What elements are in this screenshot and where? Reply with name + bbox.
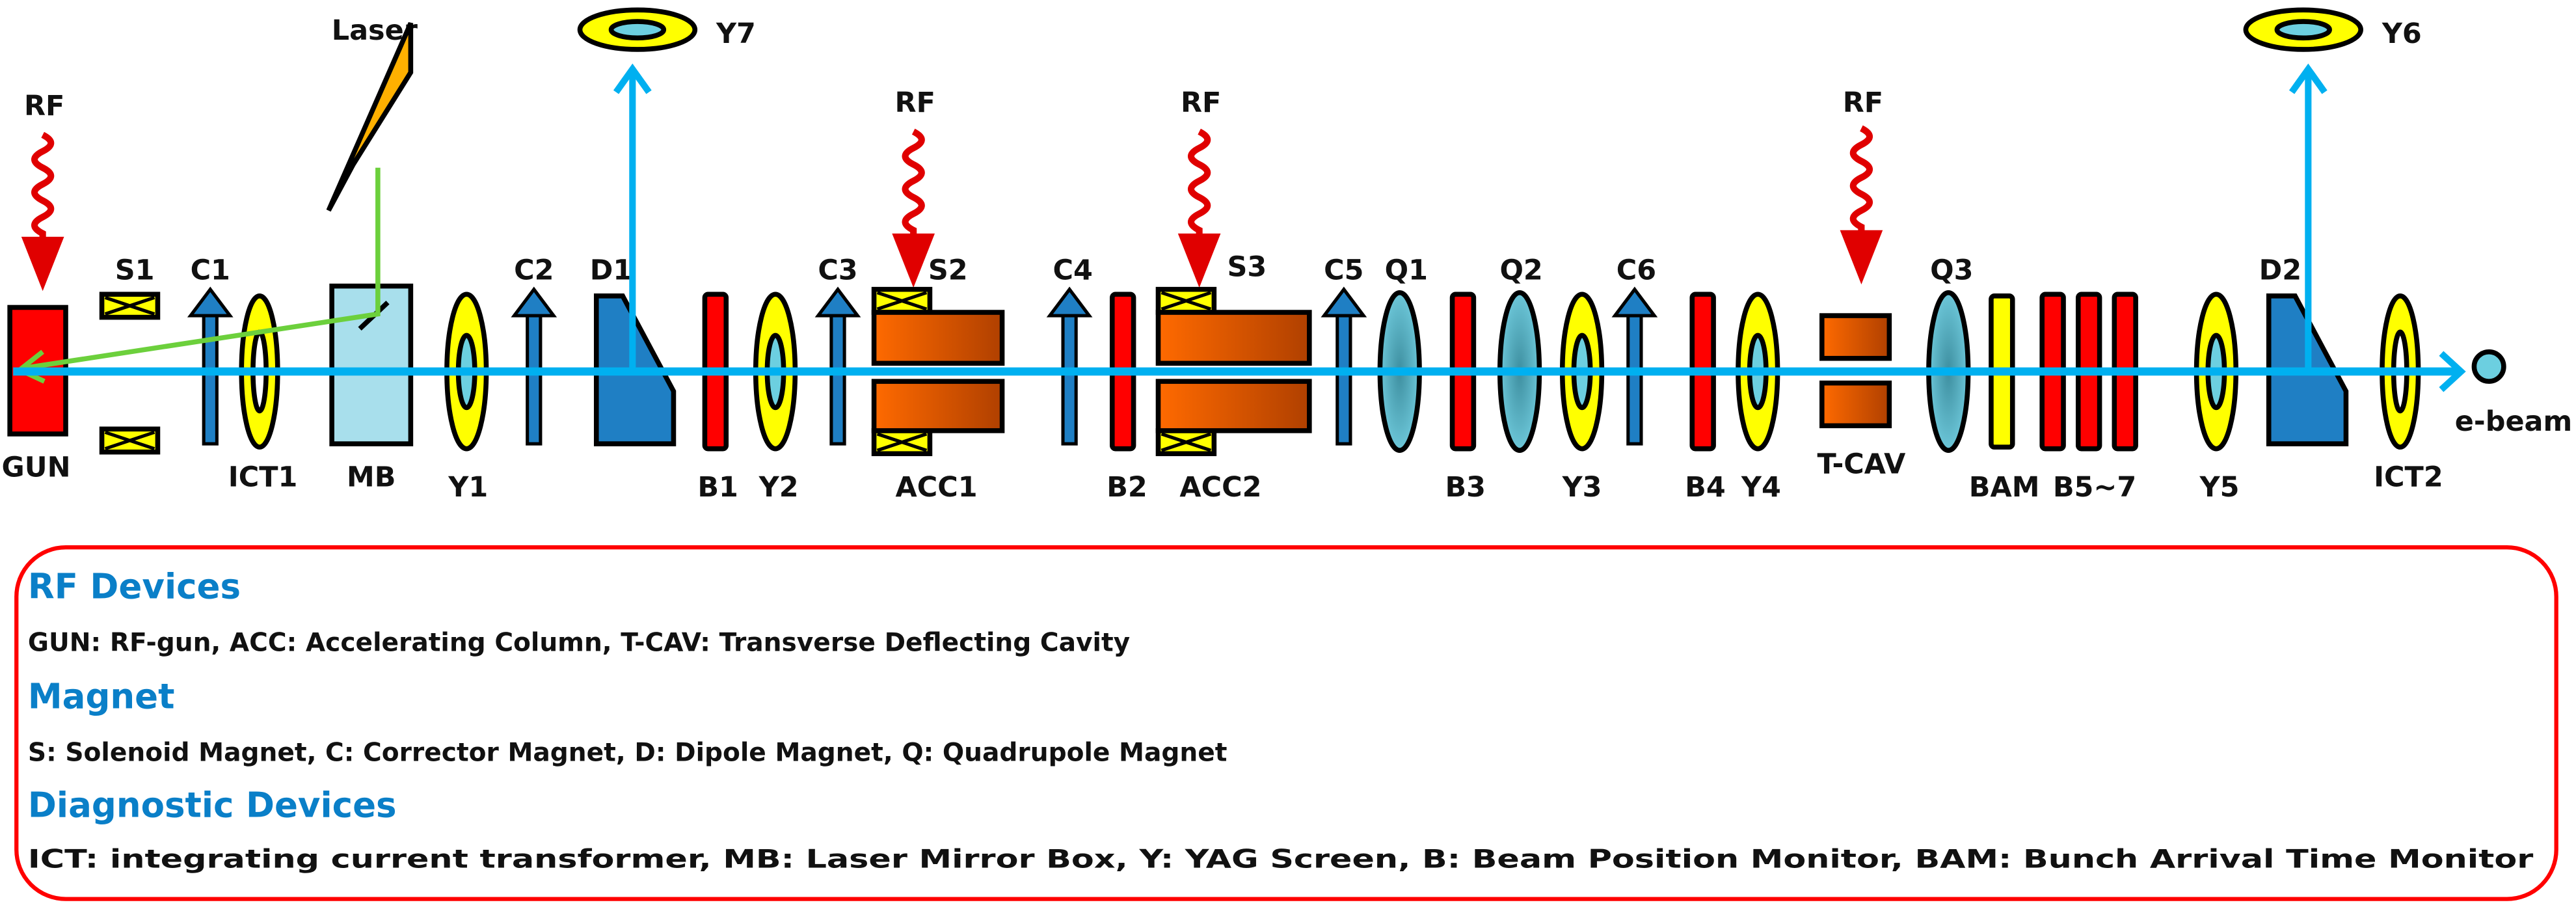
- rf-label: RF: [24, 90, 64, 122]
- branch-arrow-icon: [2288, 63, 2328, 94]
- d2-label: D2: [2259, 254, 2302, 287]
- laser-mirror-box: [329, 283, 414, 446]
- yag-screen-y6: [2246, 10, 2361, 49]
- acc2-upper: [1155, 310, 1312, 366]
- rf-tcav-input: RF: [1840, 87, 1884, 284]
- acc1-lower: [871, 379, 1005, 433]
- c3-label: C3: [818, 254, 857, 287]
- ict1-label: ICT1: [228, 461, 298, 494]
- y2-label: Y2: [758, 471, 799, 504]
- y5-label: Y5: [2199, 471, 2239, 504]
- legend-rf-title: RF Devices: [28, 566, 241, 606]
- b5-7-label: B5~7: [2053, 471, 2136, 504]
- rf-wave-arrow-icon: [1178, 131, 1221, 288]
- corrector-c2: [514, 290, 554, 444]
- solenoid-s1-bottom: [102, 429, 158, 452]
- solenoid-s2-top: [874, 290, 930, 312]
- c5-label: C5: [1324, 254, 1363, 287]
- laser-path: [22, 167, 381, 371]
- rf-wave-arrow-icon: [21, 135, 64, 291]
- legend-diagnostic-text: ICT: integrating current transformer, MB…: [28, 845, 2534, 875]
- tcav-label: T-CAV: [1817, 448, 1906, 481]
- s2-label: S2: [928, 254, 968, 287]
- legend-diagnostic-title: Diagnostic Devices: [28, 785, 397, 825]
- yag-screen-y7: [580, 10, 695, 49]
- rf-gun-input: RF: [21, 90, 65, 291]
- y3-label: Y3: [1562, 471, 1602, 504]
- corrector-c4: [1050, 290, 1090, 444]
- acc2-lower: [1155, 379, 1312, 433]
- d1-label: D1: [590, 254, 633, 287]
- acc1-label: ACC1: [895, 471, 977, 504]
- legend-rf-text: GUN: RF-gun, ACC: Accelerating Column, T…: [28, 628, 1130, 657]
- b1-label: B1: [697, 471, 738, 504]
- tcav-upper: [1819, 313, 1892, 361]
- acc1-upper: [871, 310, 1005, 366]
- y4-label: Y4: [1741, 471, 1781, 504]
- q2-label: Q2: [1499, 254, 1542, 287]
- rf-label: RF: [895, 87, 935, 119]
- ict2-label: ICT2: [2374, 461, 2443, 494]
- b2-label: B2: [1107, 471, 1147, 504]
- rf-label: RF: [1843, 87, 1883, 119]
- q3-label: Q3: [1930, 254, 1973, 287]
- legend-box: RF Devices GUN: RF-gun, ACC: Acceleratin…: [14, 545, 2558, 901]
- legend-magnet-text: S: Solenoid Magnet, C: Corrector Magnet,…: [28, 739, 1228, 768]
- solenoid-s2-bottom: [874, 431, 930, 454]
- acc2-label: ACC2: [1179, 471, 1261, 504]
- rf-wave-arrow-icon: [1840, 128, 1883, 284]
- rf-acc2-input: RF: [1178, 87, 1222, 288]
- corrector-c5: [1324, 290, 1364, 444]
- corrector-c3: [818, 290, 858, 444]
- rf-label: RF: [1181, 87, 1221, 119]
- c4-label: C4: [1053, 254, 1092, 287]
- solenoid-s1-top: [102, 294, 158, 317]
- y7-label: Y7: [716, 18, 756, 50]
- c6-label: C6: [1617, 254, 1656, 287]
- e-beam-label: e-beam: [2455, 405, 2572, 438]
- q1-label: Q1: [1385, 254, 1428, 287]
- s3-label: S3: [1227, 251, 1267, 283]
- b4-label: B4: [1685, 471, 1726, 504]
- solenoid-s3-bottom: [1158, 431, 1214, 454]
- branch-arrow-icon: [613, 63, 652, 94]
- solenoid-s3-top: [1158, 290, 1214, 312]
- c2-label: C2: [514, 254, 554, 287]
- mb-label: MB: [347, 461, 396, 494]
- beam-arrow-icon: [2439, 351, 2466, 392]
- legend-magnet-title: Magnet: [28, 677, 175, 717]
- e-beam-icon: [2471, 349, 2506, 384]
- y6-label: Y6: [2381, 18, 2422, 50]
- gun-label: GUN: [2, 452, 71, 484]
- corrector-c6: [1615, 290, 1655, 444]
- corrector-c1: [191, 290, 230, 444]
- tcav-lower: [1819, 380, 1892, 429]
- y1-label: Y1: [448, 471, 488, 504]
- laser-mirror-icon: [326, 22, 414, 212]
- s1-label: S1: [115, 254, 155, 287]
- c1-label: C1: [191, 254, 230, 287]
- bam-label: BAM: [1969, 471, 2040, 504]
- rf-acc1-input: RF: [892, 87, 935, 288]
- legend-border: [14, 545, 2558, 901]
- b3-label: B3: [1445, 471, 1486, 504]
